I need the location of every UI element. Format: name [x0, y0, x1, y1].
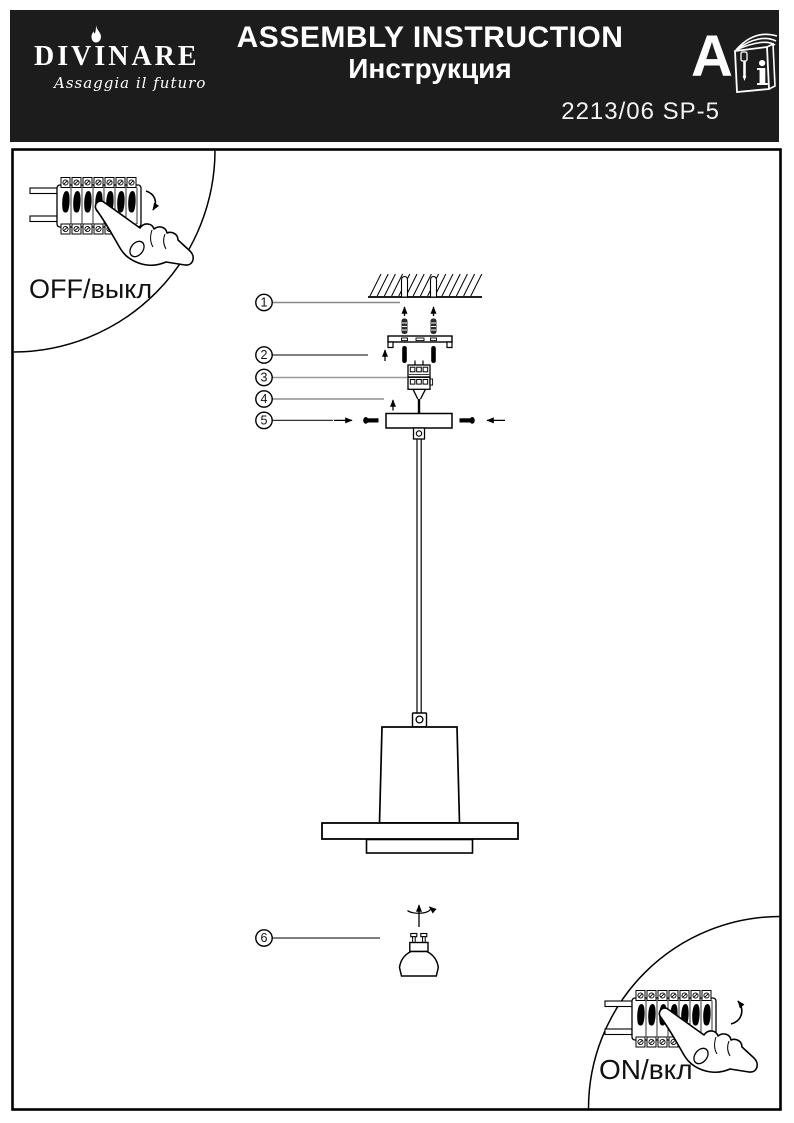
- switch-down-arrow: [145, 190, 160, 211]
- svg-text:1: 1: [261, 296, 268, 310]
- suspension-cable: [416, 439, 422, 713]
- screwdriver-icon: [740, 51, 748, 81]
- breaker-panel-icon: [605, 991, 716, 1048]
- brand-tagline: Assaggia il futuro: [54, 74, 207, 92]
- callout-4: 4: [255, 390, 384, 408]
- off-label: OFF/выкл: [29, 274, 152, 304]
- page-title: ASSEMBLY INSTRUCTION: [236, 21, 624, 54]
- model-number: 2213/06 SP-5: [561, 98, 720, 125]
- page-subtitle: Инструкция: [348, 53, 512, 85]
- shade-disc: [321, 822, 519, 840]
- bulb: [398, 904, 440, 977]
- wall-plugs: [401, 306, 437, 334]
- bracket-screw: [431, 346, 436, 363]
- rotate-arrow: [407, 906, 437, 914]
- canopy-side-screw-right: [459, 417, 475, 424]
- inset-arc: [587, 915, 781, 1109]
- shade-body: [378, 726, 461, 824]
- on-label: ON/вкл: [599, 1054, 693, 1085]
- svg-text:3: 3: [261, 371, 268, 385]
- ceiling: [368, 273, 483, 298]
- callout-5: 5: [255, 411, 333, 430]
- drill-hole: [429, 275, 438, 298]
- callout-6: 6: [255, 929, 380, 947]
- switch-up-arrow: [730, 1000, 745, 1025]
- inset-arc: [13, 150, 216, 353]
- header-titles: ASSEMBLY INSTRUCTION Инструкция: [232, 21, 628, 85]
- flame-icon: [91, 25, 101, 43]
- breaker-panel-icon: [30, 178, 141, 235]
- power-on-inset: ON/вкл: [587, 915, 781, 1109]
- callout-2: 2: [255, 346, 368, 364]
- brand-logo: DIVINARE: [34, 41, 200, 72]
- content-border: [11, 148, 782, 1111]
- power-off-inset: OFF/выкл: [13, 150, 216, 353]
- svg-text:6: 6: [261, 931, 268, 945]
- terminal-block: [407, 360, 434, 414]
- drill-hole: [400, 275, 409, 298]
- book-letter-i: i: [756, 54, 769, 93]
- callout-3: 3: [255, 368, 407, 387]
- shade-ring: [365, 838, 474, 854]
- svg-text:4: 4: [261, 392, 268, 406]
- callout-1: 1: [255, 293, 400, 312]
- manual-book-icon: i: [734, 33, 778, 93]
- bracket-screw: [402, 346, 407, 363]
- ceiling-canopy: [334, 399, 505, 440]
- canopy-side-screw-left: [363, 417, 379, 424]
- mounting-bracket: [382, 335, 453, 363]
- assembly-letter: A: [691, 24, 733, 89]
- svg-text:5: 5: [261, 414, 268, 428]
- pointing-hand-icon: [94, 200, 194, 266]
- cable-connector: [411, 712, 428, 728]
- lamp-shade: [321, 712, 519, 854]
- pointing-hand-icon: [658, 1007, 758, 1073]
- svg-text:2: 2: [261, 348, 268, 362]
- cord-grip: [412, 427, 426, 440]
- header-band: DIVINARE Assaggia il futuro ASSEMBLY INS…: [10, 10, 779, 142]
